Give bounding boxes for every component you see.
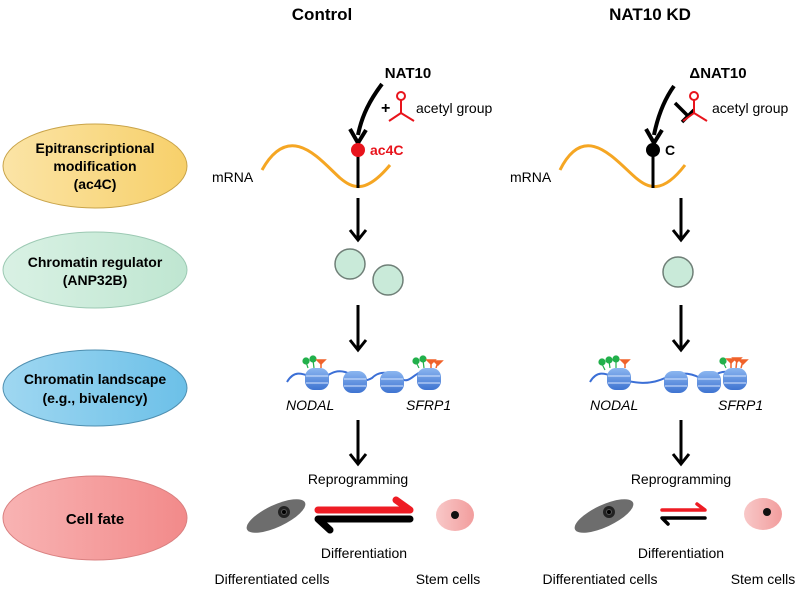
differentiation-arrow — [314, 515, 414, 534]
active-histone-mark-icon — [598, 355, 727, 371]
ac4c-mark-icon — [351, 143, 365, 157]
level-epitranscriptional: Epitranscriptional modification (ac4C) — [2, 123, 188, 209]
acetyl-group-icon — [388, 91, 415, 122]
control-differentiation-label: Differentiation — [321, 545, 407, 561]
level-label-line: Epitranscriptional — [35, 140, 154, 156]
nucleosome-icon — [664, 371, 688, 393]
knockdown-mrna-label: mRNA — [510, 169, 552, 185]
level-chromatin-regulator: Chromatin regulator (ANP32B) — [2, 231, 188, 309]
nucleosome-icon — [305, 368, 329, 390]
control-mrna-label: mRNA — [212, 169, 254, 185]
differentiated-cell-icon — [574, 499, 634, 533]
knockdown-stem-cells-label: Stem cells — [731, 571, 796, 587]
control-chromatin: NODAL SFRP1 — [286, 355, 451, 413]
control-differentiated-cells-label: Differentiated cells — [215, 571, 330, 587]
knockdown-cell-fate: Reprogramming Differentiation Differenti… — [543, 471, 796, 587]
control-gene-sfrp1: SFRP1 — [406, 397, 451, 413]
anp32b-protein-icon — [372, 264, 404, 296]
control-reprogramming-label: Reprogramming — [308, 471, 408, 487]
nucleosome-icon — [380, 371, 404, 393]
knockdown-acetyl-label: acetyl group — [712, 100, 788, 116]
control-enzyme-label: NAT10 — [385, 65, 431, 82]
level-label-line: modification — [53, 158, 136, 174]
plus-sign: + — [381, 100, 390, 117]
nucleosome-icon — [607, 368, 631, 390]
control-down-arrows — [348, 198, 368, 467]
knockdown-chromatin: NODAL SFRP1 — [589, 355, 763, 413]
knockdown-mark-label: C — [665, 142, 675, 158]
control-enzyme-arrow — [356, 82, 384, 136]
nucleosome-icon — [343, 371, 367, 393]
knockdown-differentiated-cells-label: Differentiated cells — [543, 571, 658, 587]
knockdown-enzyme-arrow — [652, 84, 676, 136]
knockdown-down-arrows — [671, 198, 691, 467]
control-stem-cells-label: Stem cells — [416, 571, 481, 587]
active-histone-mark-icon — [302, 355, 427, 369]
control-column-title: Control — [292, 5, 352, 24]
control-mrna-strand — [260, 144, 392, 189]
level-cell-fate: Cell fate — [2, 475, 188, 561]
knockdown-epitranscriptional-panel: ΔNAT10 acetyl group mRNA C — [510, 65, 788, 189]
level-label-line: Chromatin landscape — [24, 371, 167, 387]
differentiation-arrow — [660, 516, 707, 526]
control-epitranscriptional-panel: NAT10 + acetyl group mRNA ac4C — [212, 65, 492, 189]
knockdown-gene-sfrp1: SFRP1 — [718, 397, 763, 413]
nucleosome-icon — [723, 368, 747, 390]
knockdown-gene-nodal: NODAL — [590, 397, 638, 413]
level-label-line: (ac4C) — [74, 176, 117, 192]
repressive-histone-mark-icon — [619, 357, 749, 369]
control-mark-label: ac4C — [370, 142, 403, 158]
knockdown-column-title: NAT10 KD — [609, 5, 691, 24]
level-chromatin-landscape: Chromatin landscape (e.g., bivalency) — [2, 349, 188, 427]
control-cell-fate: Reprogramming Differentiation Differenti… — [215, 471, 481, 587]
repressive-histone-mark-icon — [315, 359, 444, 369]
nucleosome-icon — [697, 371, 721, 393]
control-gene-nodal: NODAL — [286, 397, 334, 413]
level-label-line: (e.g., bivalency) — [42, 390, 147, 406]
knockdown-enzyme-label: ΔNAT10 — [689, 65, 746, 82]
knockdown-mrna-strand — [558, 144, 687, 189]
level-label-line: (ANP32B) — [63, 272, 128, 288]
unmodified-cytidine-icon — [646, 143, 660, 157]
reprogramming-arrow — [660, 502, 707, 512]
level-label-line: Chromatin regulator — [28, 254, 163, 270]
knockdown-differentiation-label: Differentiation — [638, 545, 724, 561]
stem-cell-icon — [744, 498, 782, 530]
nucleosome-icon — [417, 368, 441, 390]
differentiated-cell-icon — [246, 499, 306, 533]
anp32b-protein-icon — [334, 248, 366, 280]
arrowhead-icon — [644, 128, 664, 147]
reprogramming-arrow — [314, 496, 414, 514]
knockdown-reprogramming-label: Reprogramming — [631, 471, 731, 487]
anp32b-protein-icon — [662, 256, 694, 288]
level-label-line: Cell fate — [66, 511, 124, 528]
control-acetyl-label: acetyl group — [416, 100, 492, 116]
acetyl-group-icon — [682, 91, 708, 122]
